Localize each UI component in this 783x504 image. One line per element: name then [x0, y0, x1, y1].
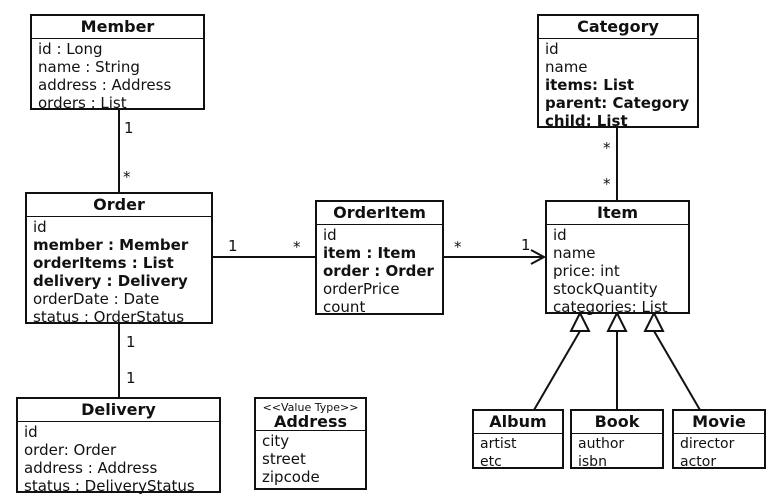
multiplicity-item-end-category: *	[603, 175, 611, 193]
class-order[interactable]: Order id member : Member orderItems : Li…	[25, 192, 213, 326]
attribute: orders : List	[38, 94, 127, 112]
attribute: count	[323, 298, 366, 316]
class-orderitem-attributes: id item : Item order : Order orderPrice …	[317, 225, 442, 316]
class-address-attributes: city street zipcode	[256, 431, 365, 486]
class-delivery[interactable]: Delivery id order: Order address : Addre…	[16, 397, 221, 495]
attribute: street	[262, 450, 306, 468]
attribute: artist	[480, 436, 517, 452]
multiplicity-category-end: *	[603, 139, 611, 157]
attribute: status : DeliveryStatus	[24, 477, 195, 495]
attribute: etc	[480, 454, 502, 470]
attribute: zipcode	[262, 468, 320, 486]
class-item[interactable]: Item id name price: int stockQuantity ca…	[545, 200, 690, 316]
multiplicity-orderitem-end-order: *	[293, 238, 301, 256]
attribute: author	[578, 436, 625, 452]
class-orderitem[interactable]: OrderItem id item : Item order : Order o…	[315, 200, 444, 316]
attribute: orderItems : List	[33, 254, 174, 272]
multiplicity-orderitem-end-item: *	[454, 238, 462, 256]
attribute: order : Order	[323, 262, 434, 280]
class-movie-attributes: director actor	[674, 434, 764, 471]
class-order-title: Order	[27, 194, 211, 217]
class-member[interactable]: Member id : Long name : String address :…	[30, 14, 205, 112]
class-delivery-title: Delivery	[18, 399, 219, 422]
class-item-title: Item	[547, 202, 688, 225]
attribute: items: List	[545, 76, 635, 94]
class-orderitem-title: OrderItem	[317, 202, 442, 225]
attribute: isbn	[578, 454, 607, 470]
class-book-title: Book	[572, 411, 662, 434]
attribute: id	[553, 226, 567, 244]
class-category-attributes: id name items: List parent: Category chi…	[539, 39, 697, 130]
multiplicity-order-end-orderitem: 1	[228, 237, 238, 255]
class-book[interactable]: Book author isbn	[570, 409, 664, 471]
class-address-title: <<Value Type>> Address	[256, 399, 365, 431]
movie-generalization-line	[653, 330, 701, 411]
attribute: actor	[680, 454, 717, 470]
attribute: address : Address	[38, 76, 172, 94]
attribute: id : Long	[38, 40, 103, 58]
attribute: id	[33, 218, 47, 236]
class-category-title: Category	[539, 16, 697, 39]
attribute: id	[24, 423, 38, 441]
attribute: stockQuantity	[553, 280, 658, 298]
attribute: id	[545, 40, 559, 58]
attribute: orderDate : Date	[33, 290, 160, 308]
item-arrowhead	[530, 249, 547, 265]
attribute: delivery : Delivery	[33, 272, 188, 290]
class-movie-title: Movie	[674, 411, 764, 434]
attribute: name : String	[38, 58, 140, 76]
attribute: name	[545, 58, 588, 76]
class-address-name: Address	[273, 412, 348, 431]
multiplicity-member-end: 1	[124, 119, 134, 137]
class-order-attributes: id member : Member orderItems : List del…	[27, 217, 211, 326]
attribute: orderPrice	[323, 280, 400, 298]
attribute: child: List	[545, 112, 628, 130]
multiplicity-order-end-member: *	[123, 168, 131, 186]
attribute: categories: List	[553, 298, 668, 316]
attribute: director	[680, 436, 735, 452]
multiplicity-delivery-end: 1	[126, 369, 136, 387]
attribute: price: int	[553, 262, 620, 280]
album-generalization-line	[533, 330, 581, 411]
class-delivery-attributes: id order: Order address : Address status…	[18, 422, 219, 495]
class-address[interactable]: <<Value Type>> Address city street zipco…	[254, 397, 367, 490]
attribute: item : Item	[323, 244, 417, 262]
attribute: name	[553, 244, 596, 262]
attribute: member : Member	[33, 236, 189, 254]
multiplicity-order-end-delivery: 1	[126, 333, 136, 351]
class-category[interactable]: Category id name items: List parent: Cat…	[537, 14, 699, 130]
class-album[interactable]: Album artist etc	[472, 409, 564, 471]
class-member-title: Member	[32, 16, 203, 39]
attribute: city	[262, 432, 290, 450]
attribute: id	[323, 226, 337, 244]
class-book-attributes: author isbn	[572, 434, 662, 471]
stereotype-label: <<Value Type>>	[262, 401, 359, 414]
multiplicity-item-end-orderitem: 1	[521, 236, 531, 254]
attribute: address : Address	[24, 459, 158, 477]
attribute: parent: Category	[545, 94, 690, 112]
class-member-attributes: id : Long name : String address : Addres…	[32, 39, 203, 112]
class-album-attributes: artist etc	[474, 434, 562, 471]
class-album-title: Album	[474, 411, 562, 434]
class-movie[interactable]: Movie director actor	[672, 409, 766, 471]
attribute: order: Order	[24, 441, 117, 459]
attribute: status : OrderStatus	[33, 308, 185, 326]
class-item-attributes: id name price: int stockQuantity categor…	[547, 225, 688, 316]
